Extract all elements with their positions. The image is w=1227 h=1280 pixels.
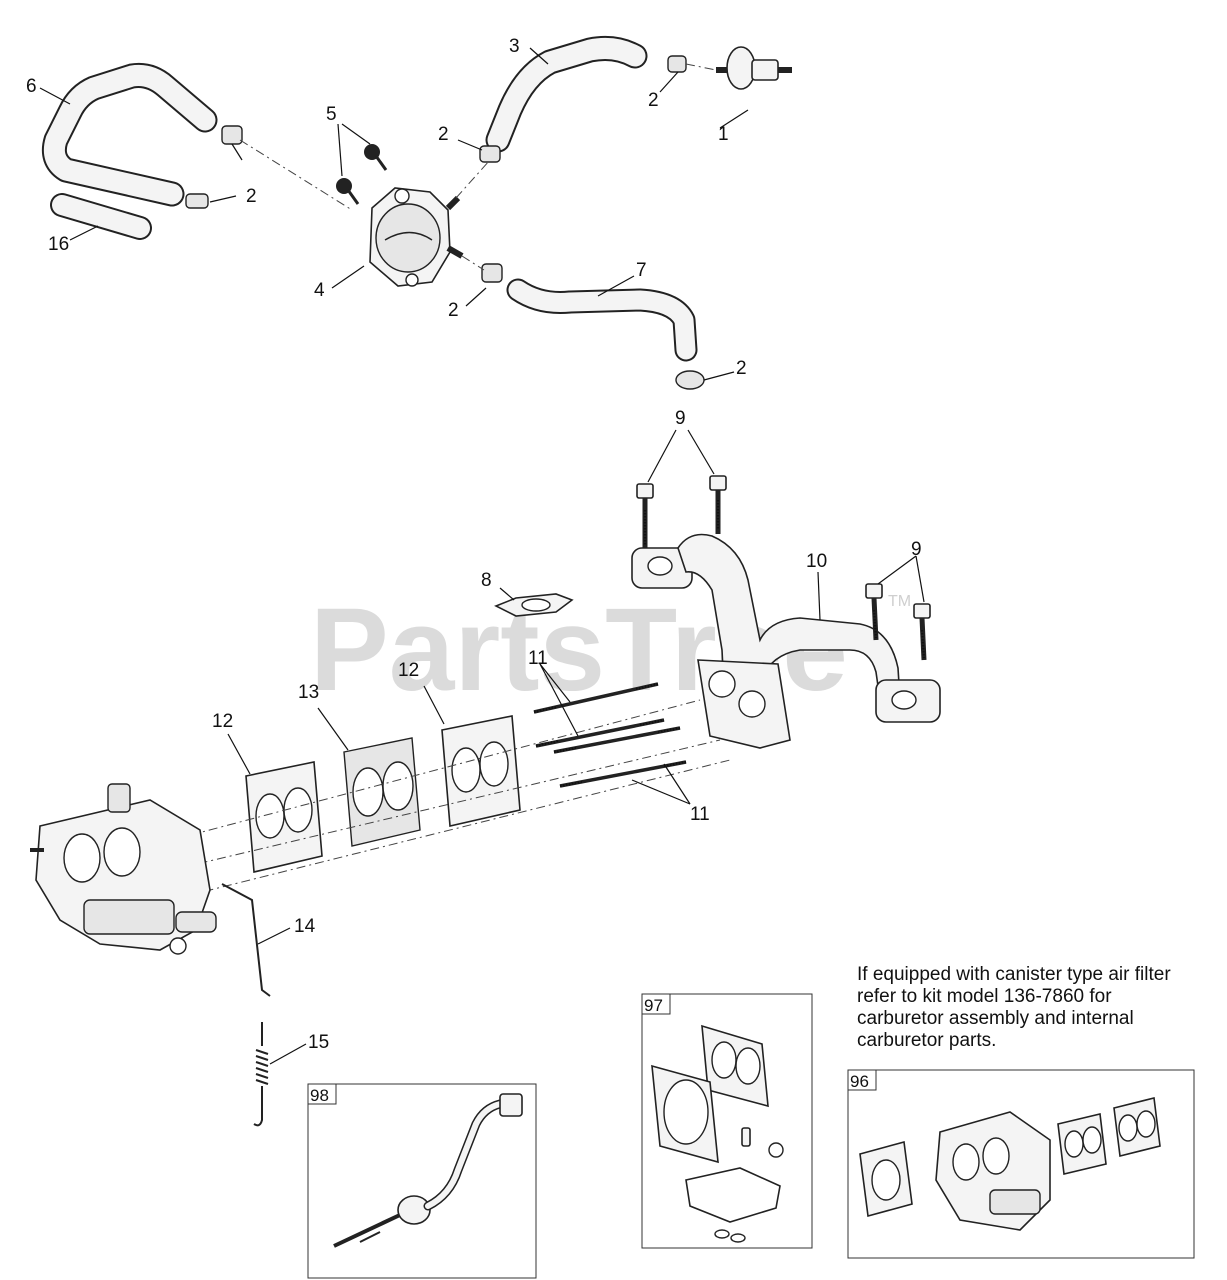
note-line: carburetor parts. — [857, 1030, 997, 1051]
screw-5 — [336, 144, 388, 205]
callout-9: 9 — [675, 408, 686, 429]
callout-3: 3 — [509, 36, 520, 57]
callout-14: 14 — [294, 916, 316, 937]
callout-2: 2 — [648, 90, 659, 111]
hose-clamp — [481, 263, 705, 390]
fuel-pump-4 — [369, 187, 464, 287]
carburetor — [30, 783, 217, 955]
callout-2: 2 — [246, 186, 257, 207]
note-line: carburetor assembly and internal — [857, 1008, 1134, 1029]
callout-11: 11 — [528, 648, 548, 669]
callout-5: 5 — [326, 104, 337, 125]
spring-15 — [253, 1022, 269, 1127]
callout-4: 4 — [314, 280, 325, 301]
callout-6: 6 — [26, 76, 37, 97]
choke-rod-14 — [221, 883, 271, 997]
callout-15: 15 — [308, 1032, 329, 1053]
kit-box-98 — [307, 1083, 537, 1279]
kit-label-97: 97 — [644, 996, 663, 1015]
callout-16: 16 — [48, 234, 69, 255]
note-line: refer to kit model 136-7860 for — [857, 986, 1112, 1007]
fuel-line-7 — [506, 278, 698, 362]
callout-2: 2 — [438, 124, 449, 145]
callout-11: 11 — [690, 804, 710, 825]
gasket-8 — [494, 593, 574, 617]
fuel-filter-1 — [716, 46, 792, 90]
callout-13: 13 — [298, 682, 319, 703]
leader-lines — [39, 47, 925, 1065]
kit-label-98: 98 — [310, 1086, 329, 1105]
fuel-line-6 — [41, 63, 218, 207]
kit-box-96 — [847, 1069, 1195, 1259]
callout-2: 2 — [448, 300, 459, 321]
callout-12: 12 — [398, 660, 419, 681]
callout-9: 9 — [911, 539, 922, 560]
hose-clamp — [185, 125, 243, 209]
callout-10: 10 — [806, 551, 827, 572]
kit-label-96: 96 — [850, 1072, 869, 1091]
intake-manifold-10 — [631, 533, 941, 749]
callout-12: 12 — [212, 711, 233, 732]
bolt-9 — [636, 475, 931, 661]
callout-2: 2 — [736, 358, 747, 379]
gasket-12-left — [245, 761, 323, 873]
kit-box-97 — [641, 993, 813, 1249]
canister-filter-note: If equipped with canister type air filte… — [857, 964, 1227, 1052]
spacer-13 — [343, 737, 421, 847]
fuel-line-3 — [485, 36, 648, 153]
watermark-trademark: TM — [888, 593, 911, 610]
callout-labels: 1 2 3 6 2 5 2 16 4 2 7 2 9 9 8 10 11 12 … — [26, 36, 922, 1105]
note-line: If equipped with canister type air filte… — [857, 964, 1171, 985]
hose-16 — [50, 193, 152, 240]
gasket-12-right — [441, 715, 521, 827]
callout-8: 8 — [481, 570, 492, 591]
stud-11 — [533, 682, 687, 788]
hose-clamp — [479, 55, 687, 163]
callout-1: 1 — [718, 124, 729, 145]
callout-7: 7 — [636, 260, 647, 281]
